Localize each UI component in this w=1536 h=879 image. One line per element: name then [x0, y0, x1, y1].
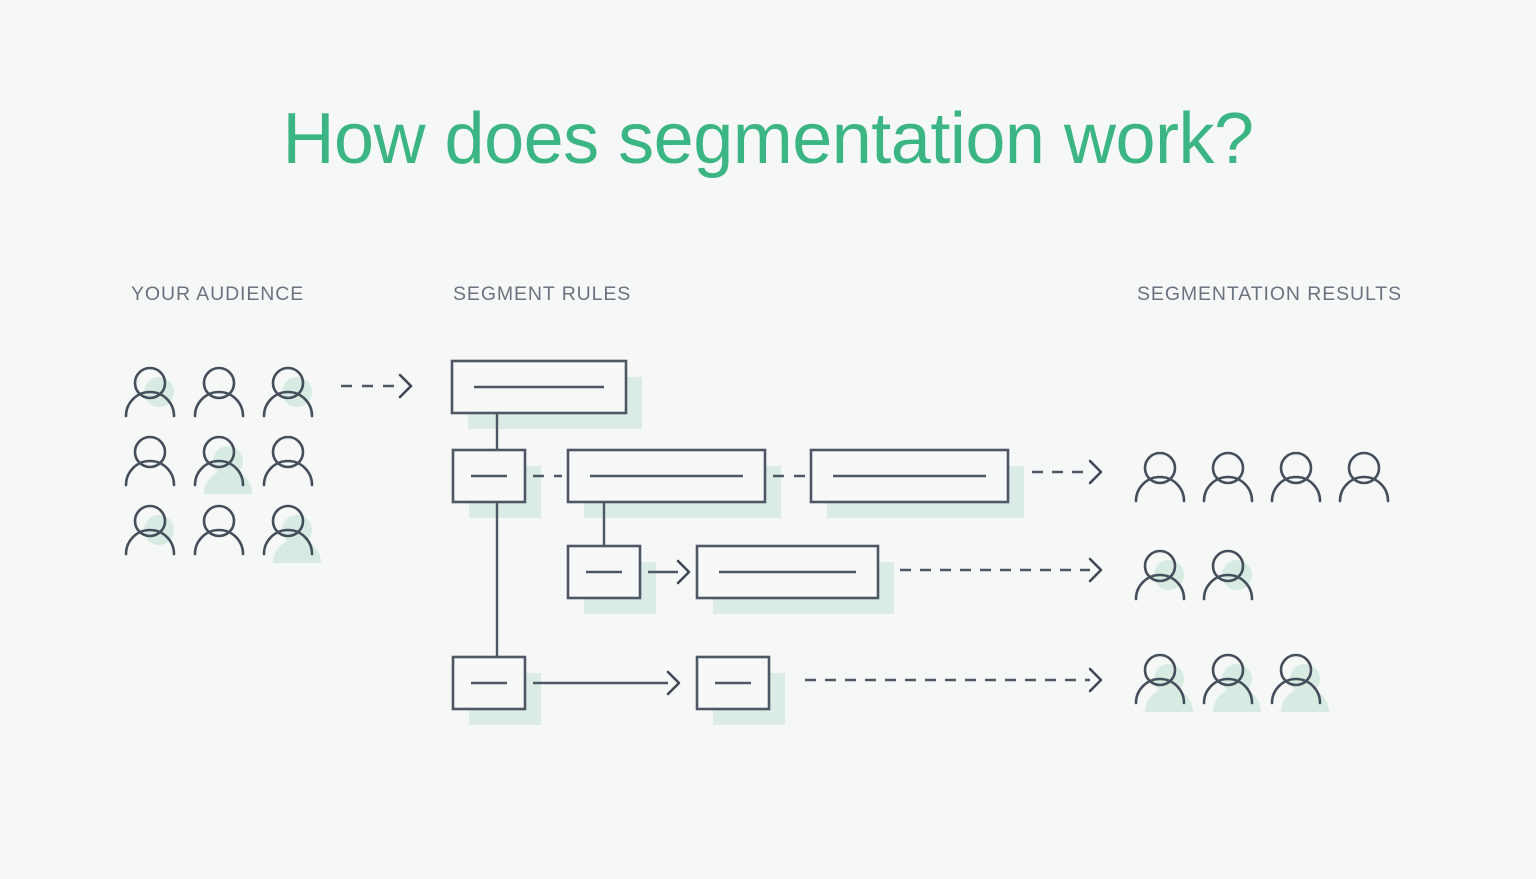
person-head-icon	[1279, 653, 1313, 687]
result-person-g3-2	[1202, 653, 1261, 712]
arrowhead-results-1	[1088, 459, 1103, 485]
person-body-icon	[1202, 573, 1254, 601]
person-head-icon	[133, 504, 167, 538]
person-body-icon	[1202, 475, 1254, 503]
arrowhead-r3-small-to-r3-wide	[676, 559, 691, 585]
person-head-icon	[1211, 549, 1245, 583]
audience-person-7	[124, 504, 176, 556]
result-person-g2-1	[1134, 549, 1186, 601]
person-head-icon	[271, 366, 305, 400]
audience-person-3	[262, 366, 314, 418]
arrowhead-audience-to-root	[398, 373, 413, 399]
audience-person-1	[124, 366, 176, 418]
page-title: How does segmentation work?	[282, 99, 1254, 179]
column-header-segmentation-results: SEGMENTATION RESULTS	[1137, 283, 1403, 305]
person-body-icon	[262, 390, 314, 418]
person-body-icon	[124, 459, 176, 487]
audience-person-9	[262, 504, 321, 563]
rule-r3-small[interactable]	[566, 544, 642, 600]
person-head-icon	[1143, 451, 1177, 485]
result-person-g1-4	[1338, 451, 1390, 503]
audience-person-5	[193, 435, 252, 494]
person-head-icon	[1143, 653, 1177, 687]
audience-person-4	[124, 435, 176, 487]
person-body-icon	[1270, 677, 1322, 705]
rule-r2-small[interactable]	[451, 448, 527, 504]
person-body-icon	[1270, 475, 1322, 503]
person-body-icon	[1202, 677, 1254, 705]
audience-person-8	[193, 504, 245, 556]
arrowhead-results-2	[1088, 557, 1103, 583]
person-body-icon	[262, 459, 314, 487]
person-body-icon	[1134, 677, 1186, 705]
arrowhead-results-3	[1088, 667, 1103, 693]
person-head-icon	[271, 435, 305, 469]
person-body-icon	[124, 528, 176, 556]
person-head-icon	[271, 504, 305, 538]
person-head-icon	[1211, 451, 1245, 485]
person-body-icon	[1134, 475, 1186, 503]
person-body-icon	[193, 459, 245, 487]
person-head-icon	[1279, 451, 1313, 485]
result-person-g2-2	[1202, 549, 1254, 601]
person-head-icon	[1211, 653, 1245, 687]
rule-r2-end[interactable]	[809, 448, 1010, 504]
rule-r3-wide[interactable]	[695, 544, 880, 600]
person-head-icon	[1143, 549, 1177, 583]
result-person-g1-2	[1202, 451, 1254, 503]
column-header-segment-rules: SEGMENT RULES	[453, 283, 632, 305]
arrowhead-r4-small-to-r4-small2	[666, 670, 681, 696]
result-person-g1-3	[1270, 451, 1322, 503]
rule-r4-small2[interactable]	[695, 655, 771, 711]
rule-r2-mid[interactable]	[566, 448, 767, 504]
person-head-icon	[202, 366, 236, 400]
result-person-g3-1	[1134, 653, 1193, 712]
person-body-icon	[193, 528, 245, 556]
column-header-audience: YOUR AUDIENCE	[131, 283, 305, 305]
rule-root[interactable]	[450, 359, 628, 415]
rule-r4-small[interactable]	[451, 655, 527, 711]
audience-person-6	[262, 435, 314, 487]
person-body-icon	[124, 390, 176, 418]
person-body-icon	[1134, 573, 1186, 601]
person-body-icon	[262, 528, 314, 556]
result-person-g1-1	[1134, 451, 1186, 503]
person-head-icon	[1347, 451, 1381, 485]
audience-person-2	[193, 366, 245, 418]
result-person-g3-3	[1270, 653, 1329, 712]
person-head-icon	[202, 435, 236, 469]
person-body-icon	[1338, 475, 1390, 503]
person-body-icon	[193, 390, 245, 418]
person-head-icon	[202, 504, 236, 538]
person-head-icon	[133, 366, 167, 400]
person-head-icon	[133, 435, 167, 469]
